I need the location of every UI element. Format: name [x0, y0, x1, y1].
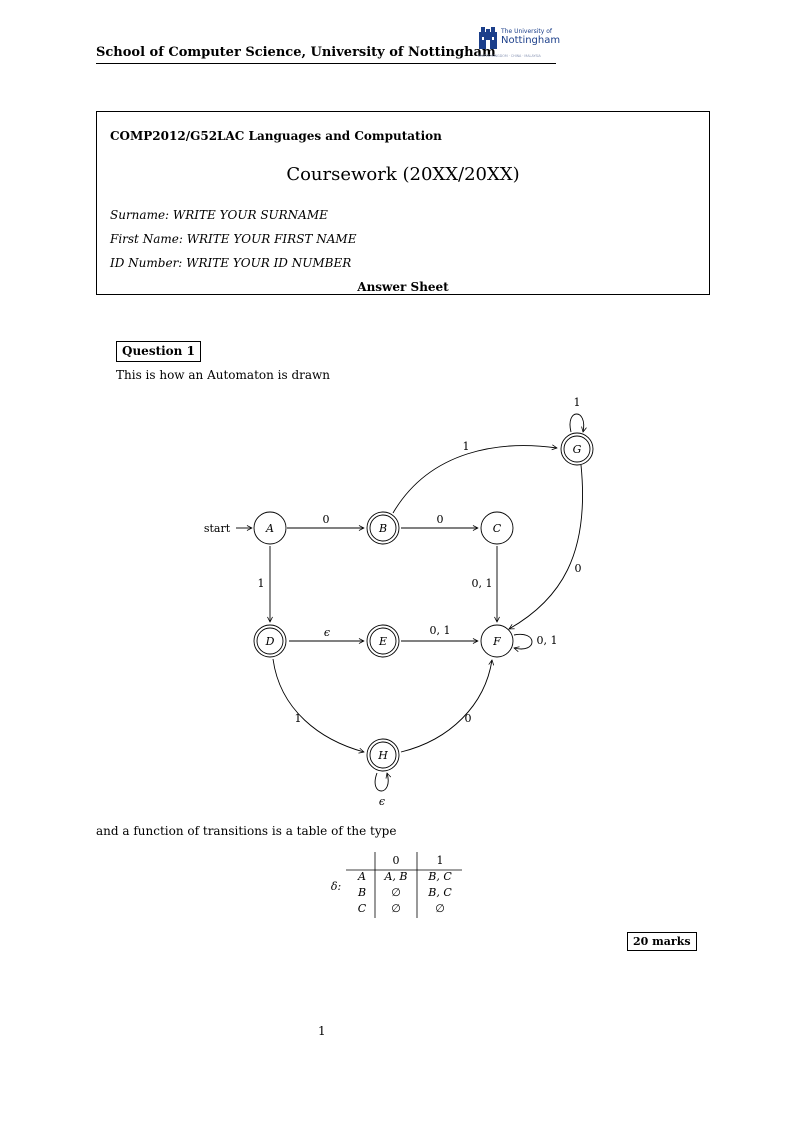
state-c	[480, 511, 514, 545]
state-label-b: B	[378, 522, 387, 535]
transition-table: δ: 0 1 A A, B B, C B ∅ B, C C ∅ ∅	[331, 852, 462, 918]
edge-label-c-f: 0, 1	[472, 577, 493, 590]
edge-d-h	[272, 658, 364, 752]
coursework-title: Coursework (20XX/20XX)	[286, 164, 520, 185]
crest-icon	[479, 27, 497, 49]
edge-label-g-g: 1	[574, 396, 581, 409]
edge-g-g	[569, 413, 584, 432]
edge-label-d-e: ϵ	[324, 626, 330, 639]
answer-sheet-label: Answer Sheet	[357, 280, 449, 294]
table-row-state-a: A	[357, 870, 366, 883]
table-cell-a-0: A, B	[383, 870, 407, 883]
state-label-h: H	[377, 749, 388, 762]
edge-b-g	[392, 446, 557, 514]
state-b	[366, 511, 400, 545]
delta-symbol: δ:	[331, 880, 341, 893]
table-row-state-c: C	[358, 902, 367, 915]
question-label: Question 1	[116, 341, 201, 362]
edge-label-b-c: 0	[437, 513, 444, 526]
state-a	[253, 511, 287, 545]
table-header-1: 1	[437, 854, 444, 867]
state-label-d: D	[265, 635, 275, 648]
state-label-c: C	[493, 522, 502, 535]
edge-h-f	[400, 660, 492, 753]
marks-badge: 20 marks	[627, 932, 697, 951]
start-label: start	[204, 522, 231, 535]
edge-h-h	[374, 773, 388, 792]
edge-label-g-f: 0	[575, 562, 582, 575]
table-row-state-b: B	[357, 886, 366, 899]
edge-f-f	[514, 633, 533, 649]
title-box	[96, 111, 710, 295]
automaton-diagram: A B C D E F G H start 0 0 1 1 0 1 0, 1 ϵ…	[204, 396, 594, 808]
state-label-a: A	[265, 522, 274, 535]
table-cell-c-0: ∅	[391, 902, 401, 915]
edge-label-h-h: ϵ	[379, 795, 385, 808]
header-title: School of Computer Science, University o…	[96, 45, 496, 60]
transition-intro-text: and a function of transitions is a table…	[96, 824, 397, 838]
state-e	[366, 624, 400, 658]
page-number: 1	[318, 1024, 326, 1038]
state-label-f: F	[492, 635, 501, 648]
first-name-field: First Name: WRITE YOUR FIRST NAME	[110, 232, 357, 246]
edge-label-d-h: 1	[295, 712, 302, 725]
table-cell-b-1: B, C	[427, 886, 452, 899]
edge-label-a-d: 1	[258, 577, 265, 590]
edge-label-e-f: 0, 1	[430, 624, 451, 637]
state-d	[253, 624, 287, 658]
state-h	[366, 738, 400, 772]
university-logo: The University of Nottingham UNITED KING…	[478, 26, 561, 62]
edge-g-f	[509, 464, 584, 629]
state-label-g: G	[573, 443, 582, 456]
edge-label-h-f: 0	[465, 712, 472, 725]
table-header-0: 0	[393, 854, 400, 867]
logo-line1: The University of	[501, 28, 553, 35]
edge-label-f-f: 0, 1	[537, 634, 558, 647]
edge-label-a-b: 0	[323, 513, 330, 526]
intro-text: This is how an Automaton is drawn	[116, 368, 331, 382]
table-cell-a-1: B, C	[427, 870, 452, 883]
header-rule	[96, 63, 556, 64]
state-f	[480, 624, 514, 658]
id-number-field: ID Number: WRITE YOUR ID NUMBER	[110, 256, 352, 270]
logo-line3: UNITED KINGDOM · CHINA · MALAYSIA	[478, 54, 541, 58]
course-title: COMP2012/G52LAC Languages and Computatio…	[110, 129, 442, 143]
logo-line2: Nottingham	[501, 35, 561, 46]
surname-field: Surname: WRITE YOUR SURNAME	[110, 208, 328, 222]
state-g	[560, 432, 594, 466]
table-cell-b-0: ∅	[391, 886, 401, 899]
edge-label-b-g: 1	[463, 440, 470, 453]
table-cell-c-1: ∅	[435, 902, 445, 915]
state-label-e: E	[378, 635, 387, 648]
